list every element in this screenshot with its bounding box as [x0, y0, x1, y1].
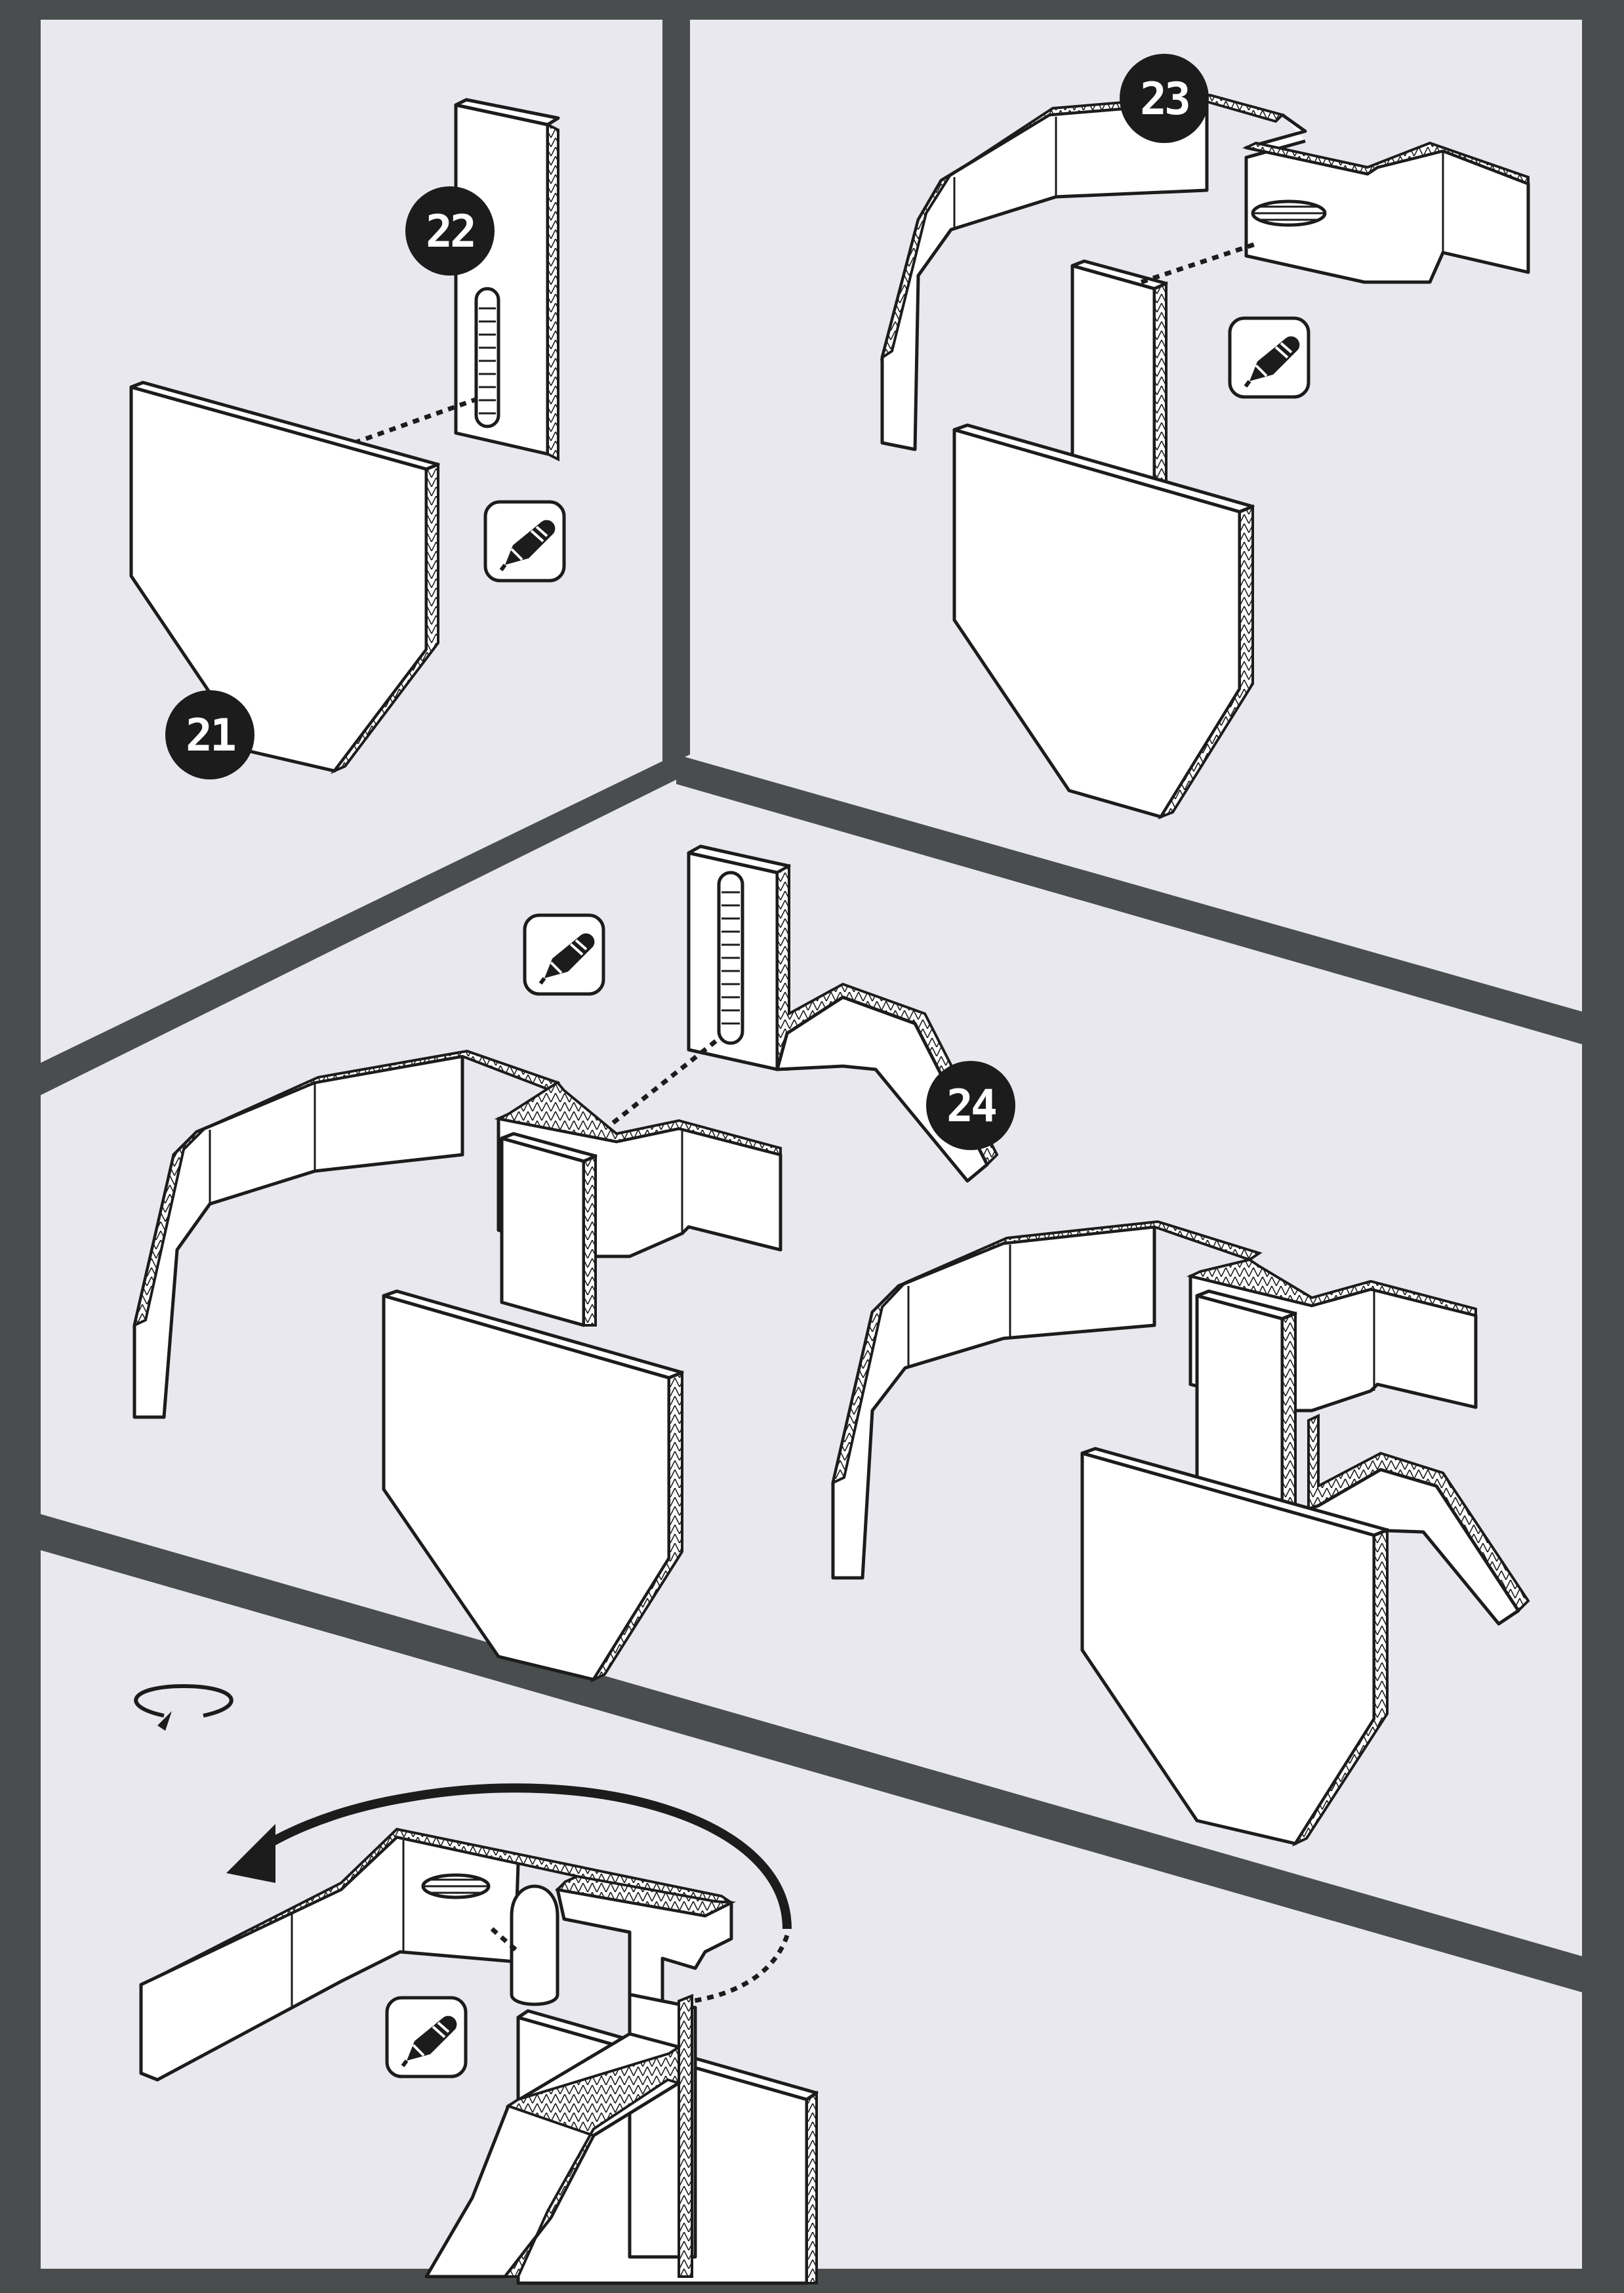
- connector-line: [592, 1035, 723, 1140]
- part-label-22: 22: [405, 186, 495, 276]
- part-label-23: 23: [1120, 54, 1209, 143]
- part-label-24-text: 24: [946, 1081, 996, 1132]
- part-23: [880, 93, 1530, 451]
- glue-icon: [1230, 318, 1309, 397]
- panel-4: [134, 1684, 819, 2285]
- part-21: [129, 381, 440, 774]
- assembly-left: [132, 1049, 782, 1683]
- assembly-rotated: [139, 1827, 819, 2285]
- part-22: [454, 98, 560, 462]
- part-label-22-text: 22: [426, 206, 474, 258]
- connector-line: [353, 396, 479, 445]
- part-label-24: 24: [926, 1061, 1015, 1150]
- connector-line: [1140, 240, 1261, 285]
- glue-icon: [387, 1998, 466, 2076]
- part-label-23-text: 23: [1140, 73, 1188, 125]
- glue-icon: [485, 502, 564, 581]
- rotate-arrow-icon: [134, 1684, 233, 1731]
- part-label-21: 21: [165, 690, 254, 779]
- panel-3: 24: [132, 844, 1530, 1847]
- panel-1: 22 21: [129, 98, 564, 779]
- part-label-21-text: 21: [186, 710, 235, 762]
- curved-arrow-icon: [226, 1783, 792, 2004]
- assembly-right: [831, 1220, 1530, 1847]
- panel-2: 23: [880, 54, 1530, 820]
- glue-icon: [525, 915, 603, 994]
